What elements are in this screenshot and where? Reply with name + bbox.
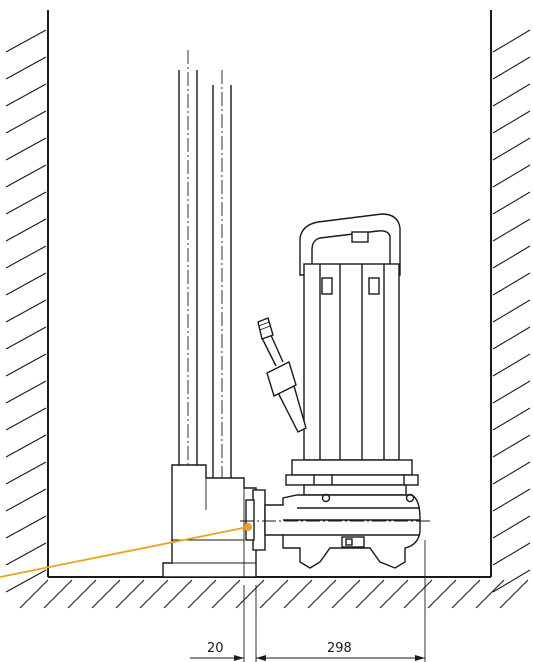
hatch-stroke — [5, 245, 47, 269]
hatch-stroke — [492, 434, 531, 458]
dimension-annotations: 20 298 — [190, 540, 426, 662]
hatch-stroke — [492, 299, 531, 323]
hatch-stroke — [403, 579, 433, 609]
hatch-stroke — [492, 110, 531, 134]
hatch-stroke — [5, 434, 47, 458]
cable-entry — [257, 317, 307, 433]
hatch-stroke — [5, 569, 47, 593]
right-wall-hatching — [492, 29, 531, 593]
hatch-stroke — [139, 579, 169, 609]
hatch-stroke — [5, 191, 47, 215]
hatch-stroke — [492, 515, 531, 539]
hatch-stroke — [43, 579, 73, 609]
hatch-stroke — [492, 191, 531, 215]
hatch-stroke — [492, 56, 531, 80]
pump-volute — [240, 493, 430, 569]
hatch-stroke — [5, 164, 47, 188]
hatch-stroke — [19, 579, 49, 609]
floor-hatching — [19, 579, 529, 609]
guide-pipes — [178, 50, 232, 480]
hatch-stroke — [379, 579, 409, 609]
hatch-stroke — [5, 83, 47, 107]
left-wall-hatching — [5, 29, 47, 593]
hatch-stroke — [451, 579, 481, 609]
hatch-stroke — [499, 579, 529, 609]
hatch-stroke — [475, 579, 505, 609]
hatch-stroke — [5, 29, 47, 53]
hatch-stroke — [5, 488, 47, 512]
hatch-stroke — [283, 579, 313, 609]
hatch-stroke — [5, 110, 47, 134]
coupling-flange — [245, 489, 266, 551]
hatch-stroke — [5, 326, 47, 350]
hatch-stroke — [67, 579, 97, 609]
hatch-stroke — [5, 56, 47, 80]
hatch-stroke — [492, 218, 531, 242]
hatch-stroke — [5, 137, 47, 161]
hatch-stroke — [492, 164, 531, 188]
hatch-stroke — [5, 407, 47, 431]
hatch-stroke — [492, 83, 531, 107]
hatch-stroke — [492, 569, 531, 593]
hatch-stroke — [492, 326, 531, 350]
hatch-stroke — [5, 218, 47, 242]
hatch-stroke — [492, 29, 531, 53]
hatch-stroke — [235, 579, 265, 609]
hatch-stroke — [427, 579, 457, 609]
hatch-stroke — [355, 579, 385, 609]
hatch-stroke — [259, 579, 289, 609]
hatch-stroke — [5, 542, 47, 566]
motor-flange — [285, 459, 419, 496]
hatch-stroke — [115, 579, 145, 609]
hatch-stroke — [5, 353, 47, 377]
hatch-stroke — [331, 579, 361, 609]
hatch-stroke — [5, 299, 47, 323]
hatch-stroke — [5, 515, 47, 539]
leader-line — [0, 523, 252, 578]
hatch-stroke — [492, 461, 531, 485]
hatch-stroke — [492, 353, 531, 377]
hatch-stroke — [91, 579, 121, 609]
hatch-stroke — [492, 137, 531, 161]
hatch-stroke — [163, 579, 193, 609]
hatch-stroke — [492, 407, 531, 431]
pit-structure — [5, 10, 531, 609]
hatch-stroke — [211, 579, 241, 609]
hatch-stroke — [5, 461, 47, 485]
hatch-stroke — [492, 245, 531, 269]
dimension-label-wall-clearance: 20 — [207, 641, 224, 656]
hatch-stroke — [492, 380, 531, 404]
hatch-stroke — [5, 380, 47, 404]
dimension-label-pump-length: 298 — [327, 641, 352, 656]
motor-housing — [303, 263, 400, 461]
hatch-stroke — [187, 579, 217, 609]
hatch-stroke — [5, 272, 47, 296]
hatch-stroke — [492, 542, 531, 566]
hatch-stroke — [307, 579, 337, 609]
hatch-stroke — [492, 272, 531, 296]
hatch-stroke — [492, 488, 531, 512]
